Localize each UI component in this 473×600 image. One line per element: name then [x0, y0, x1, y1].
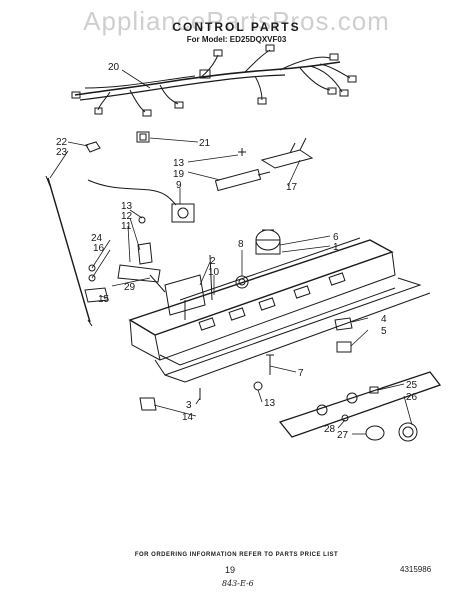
handwritten-note: 843-E-6	[222, 579, 254, 588]
callout-29: 29	[124, 282, 136, 293]
callout-25: 25	[406, 380, 418, 391]
switch-17	[260, 137, 314, 169]
nut-13	[253, 381, 263, 391]
callout-24: 24	[91, 233, 103, 244]
callout-1: 1	[333, 242, 339, 253]
callout-16: 16	[93, 243, 105, 254]
rod-and-clip	[45, 141, 101, 327]
page-number: 19	[225, 565, 236, 575]
control-housing-6	[255, 229, 281, 255]
screw-13-top	[238, 148, 246, 156]
callout-19: 19	[173, 169, 185, 180]
model-subtitle: For Model: ED25DQXVF03	[186, 35, 287, 44]
callout-20: 20	[108, 62, 120, 73]
callout-labels: 20 21 22 23 13 19 9 17 13 12 11 24 16 15…	[56, 62, 418, 441]
callout-8: 8	[238, 239, 244, 250]
callout-13-bottom: 13	[264, 398, 276, 409]
callout-5: 5	[381, 326, 387, 337]
screw-7	[266, 354, 274, 375]
page-title: CONTROL PARTS	[172, 20, 301, 34]
leader-lines	[49, 69, 413, 435]
thermostat-9	[87, 179, 195, 223]
clip-4	[334, 317, 353, 331]
callout-26: 26	[406, 392, 418, 403]
callout-10: 10	[208, 267, 220, 278]
wire-clip-21	[136, 131, 150, 143]
callout-11: 11	[121, 221, 132, 232]
callout-3: 3	[186, 400, 192, 411]
watermark: AppliancePartsPros.com	[83, 6, 390, 36]
callout-23: 23	[56, 147, 68, 158]
side-bracket-2	[164, 254, 213, 320]
callout-4: 4	[381, 314, 387, 325]
callout-14: 14	[182, 412, 194, 423]
callout-2: 2	[210, 256, 216, 267]
callout-28: 28	[324, 424, 336, 435]
wiring-harness	[71, 44, 357, 117]
callout-6: 6	[333, 232, 339, 243]
control-panel-housing	[128, 237, 431, 383]
bracket-assembly	[84, 216, 166, 303]
callout-7: 7	[298, 368, 304, 379]
callout-9: 9	[176, 180, 182, 191]
callout-17: 17	[286, 182, 298, 193]
sensor-19	[214, 168, 271, 192]
callout-21: 21	[199, 138, 211, 149]
callout-13-left: 13	[121, 201, 133, 212]
callout-22: 22	[56, 137, 68, 148]
clip-5	[336, 341, 352, 353]
callout-12: 12	[121, 211, 133, 222]
callout-27: 27	[337, 430, 349, 441]
document-number: 4315986	[400, 565, 432, 574]
callout-15: 15	[98, 294, 110, 305]
ordering-info: FOR ORDERING INFORMATION REFER TO PARTS …	[134, 552, 339, 558]
callout-13-top: 13	[173, 158, 185, 169]
front-trim	[278, 371, 442, 442]
